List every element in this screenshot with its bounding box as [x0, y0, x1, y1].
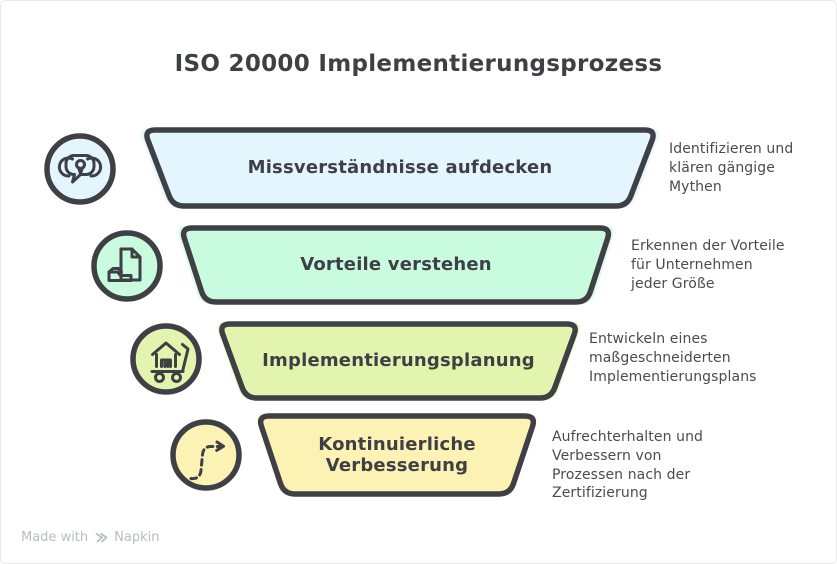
- stage-description: Aufrechterhalten und Verbessern von Proz…: [552, 429, 704, 502]
- funnel-shape: [217, 321, 580, 401]
- stage-icon-badge: [128, 321, 204, 397]
- funnel-stage-1: Missverständnisse aufdecken: [140, 127, 660, 209]
- stage-icon-badge: [89, 228, 165, 304]
- document-folder-icon: [91, 230, 163, 302]
- stage-icon-badge: [168, 417, 244, 493]
- stage-label: Kontinuierliche Verbesserung: [318, 433, 476, 476]
- made-with-napkin: Made with Napkin: [21, 530, 159, 545]
- funnel-shape: [257, 413, 537, 497]
- made-with-label: Made with: [21, 530, 89, 545]
- stage-description: Entwickeln eines maßgeschneiderten Imple…: [589, 331, 757, 385]
- stage-label: Vorteile verstehen: [300, 254, 492, 276]
- stage-description: Erkennen der Vorteile für Unternehmen je…: [631, 238, 785, 292]
- stage-icon-badge: [42, 131, 118, 207]
- funnel-stage-2: Vorteile verstehen: [178, 225, 614, 305]
- page-title: ISO 20000 Implementierungsprozess: [174, 51, 663, 77]
- napkin-logo-icon: [95, 532, 108, 543]
- dashed-arrow-icon: [170, 419, 242, 491]
- napkin-brand-label: Napkin: [114, 530, 160, 545]
- stage-label: Missverständnisse aufdecken: [247, 157, 553, 179]
- funnel-shape: [178, 225, 614, 305]
- funnel-shape: [140, 127, 660, 209]
- speech-bubbles-icon: [44, 133, 116, 205]
- funnel-stage-3: Implementierungsplanung: [217, 321, 580, 401]
- funnel-stage-4: Kontinuierliche Verbesserung: [257, 413, 537, 497]
- house-cart-icon: [130, 323, 202, 395]
- stage-description: Identifizieren und klären gängige Mythen: [669, 141, 794, 195]
- stage-label: Implementierungsplanung: [262, 350, 535, 372]
